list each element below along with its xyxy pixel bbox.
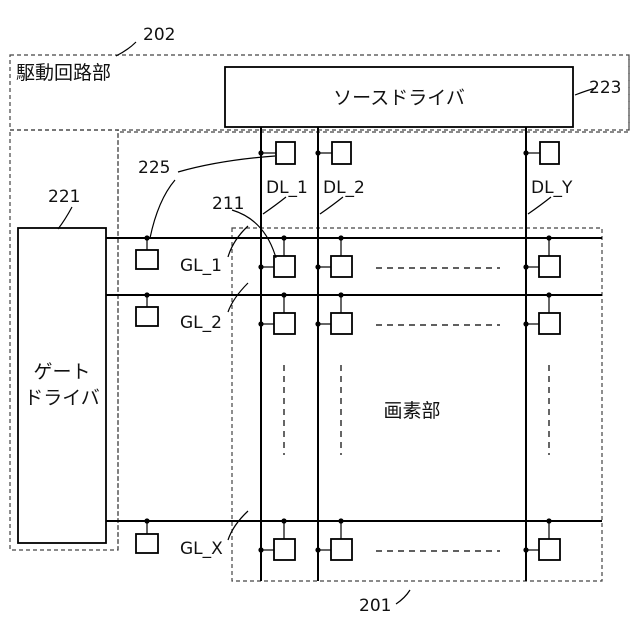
gl1-label: GL_1 [180,256,222,276]
ref-202-label: 202 [143,25,175,45]
gate-driver-label-line2: ドライバ [24,387,100,409]
dly-label: DL_Y [531,178,573,198]
ref-221-label: 221 [48,187,80,207]
dl2-label: DL_2 [323,178,365,198]
ref-211-label: 211 [212,194,244,214]
source-driver-label: ソースドライバ [333,87,465,109]
ref-223-label: 223 [589,78,621,98]
gate-line-test-elements [136,235,158,553]
pixel-elements [258,235,560,560]
pixel-section-label: 画素部 [383,400,440,422]
gate-driver-label-line1: ゲート [33,361,90,383]
gate-driver-box [18,228,106,543]
ref-225-label: 225 [138,158,170,178]
gl2-label: GL_2 [180,313,222,333]
data-line-test-elements [258,142,559,164]
dl1-label: DL_1 [266,178,308,198]
ref-201-label: 201 [359,596,391,616]
glx-label: GL_X [180,539,223,559]
drive-circuit-label: 駆動回路部 [16,62,111,84]
drive-circuit-region-inner [118,55,629,550]
